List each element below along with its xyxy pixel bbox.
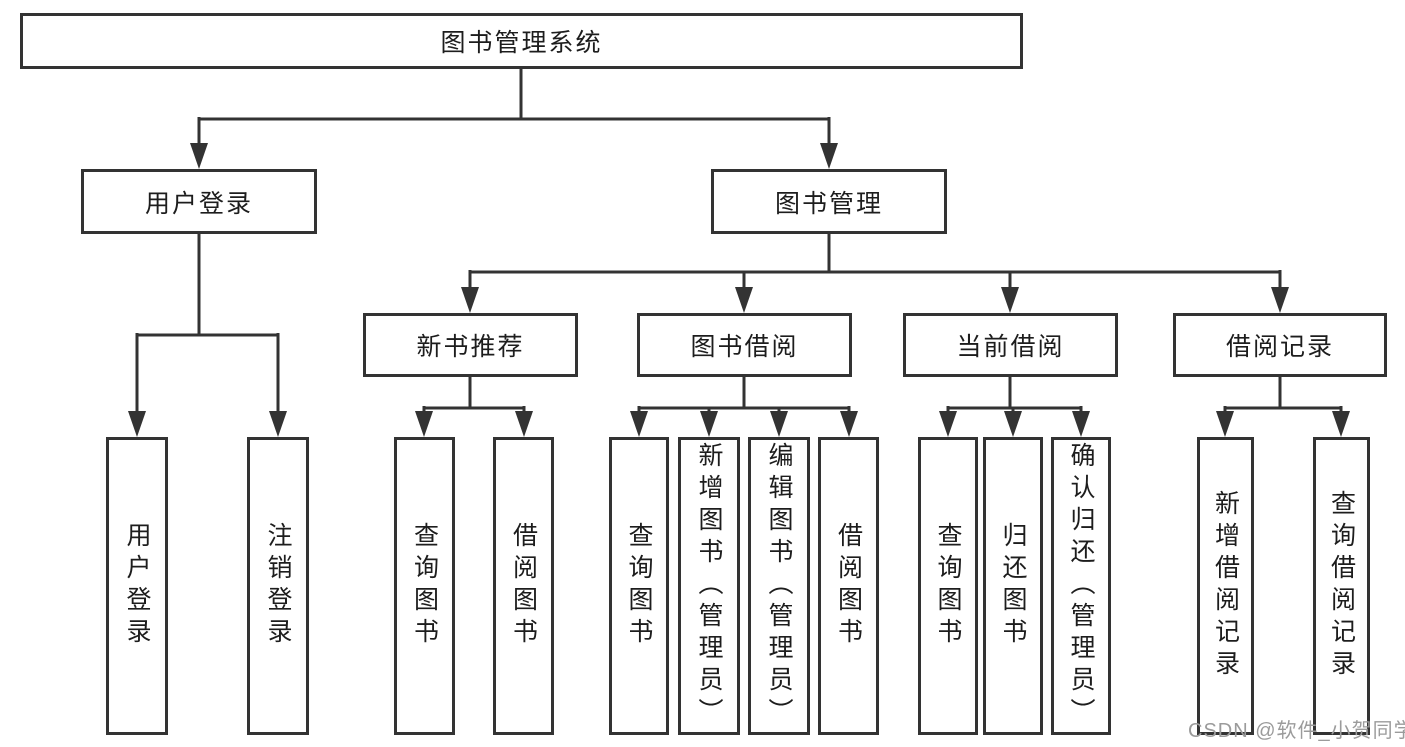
node-current-borrowing: 当前借阅 xyxy=(903,313,1118,377)
node-label: 借阅图书 xyxy=(834,522,863,650)
node-book-management: 图书管理 xyxy=(711,169,947,234)
node-label: 新增借阅记录 xyxy=(1211,490,1240,682)
leaf-add-books-admin: 新增图书（管理员） xyxy=(678,437,740,735)
arrow-down-icon xyxy=(770,411,788,437)
connector-current-to-leaves xyxy=(939,377,1090,437)
leaf-edit-books-admin: 编辑图书（管理员） xyxy=(748,437,810,735)
connector-login-to-leaves xyxy=(128,234,287,437)
arrow-down-icon xyxy=(1072,411,1090,437)
connector-newrec-to-leaves xyxy=(415,377,533,437)
node-label: 图书借阅 xyxy=(690,333,799,361)
node-label: 确认归还（管理员） xyxy=(1067,442,1095,730)
node-label: 查询借阅记录 xyxy=(1327,490,1356,682)
node-label: 注销登录 xyxy=(264,522,292,650)
leaf-borrow-books-recommend: 借阅图书 xyxy=(493,437,554,735)
leaf-return-books: 归还图书 xyxy=(983,437,1043,735)
arrow-down-icon xyxy=(700,411,718,437)
node-user-login: 用户登录 xyxy=(81,169,317,234)
node-new-book-recommendation: 新书推荐 xyxy=(363,313,578,377)
leaf-confirm-return-admin: 确认归还（管理员） xyxy=(1051,437,1111,735)
leaf-query-books-recommend: 查询图书 xyxy=(394,437,455,735)
arrow-down-icon xyxy=(820,143,838,169)
connector-root-to-level2 xyxy=(190,69,838,169)
arrow-down-icon xyxy=(461,287,479,313)
node-library-system: 图书管理系统 xyxy=(20,13,1023,69)
node-book-borrowing: 图书借阅 xyxy=(637,313,852,377)
arrow-down-icon xyxy=(630,411,648,437)
arrow-down-icon xyxy=(128,411,146,437)
node-label: 图书管理系统 xyxy=(440,29,603,57)
arrow-down-icon xyxy=(939,411,957,437)
csdn-watermark: CSDN @软件_小贺同学 xyxy=(1188,720,1405,742)
leaf-query-books-borrowing: 查询图书 xyxy=(609,437,669,735)
arrow-down-icon xyxy=(840,411,858,437)
leaf-user-login: 用户登录 xyxy=(106,437,168,735)
node-borrowing-records: 借阅记录 xyxy=(1173,313,1387,377)
connector-borrow-to-leaves xyxy=(630,377,858,437)
node-label: 查询图书 xyxy=(625,522,653,650)
node-label: 查询图书 xyxy=(934,522,962,650)
arrow-down-icon xyxy=(415,411,433,437)
node-label: 用户登录 xyxy=(144,189,253,218)
connector-mgmt-to-level3 xyxy=(461,234,1289,313)
node-label: 借阅图书 xyxy=(509,522,538,650)
node-label: 图书管理 xyxy=(774,189,883,218)
node-label: 新书推荐 xyxy=(416,333,525,361)
leaf-borrow-books-borrowing: 借阅图书 xyxy=(818,437,879,735)
node-label: 归还图书 xyxy=(999,522,1027,650)
arrow-down-icon xyxy=(190,143,208,169)
arrow-down-icon xyxy=(1216,411,1234,437)
arrow-down-icon xyxy=(1332,411,1350,437)
leaf-logout-login: 注销登录 xyxy=(247,437,309,735)
leaf-query-books-current: 查询图书 xyxy=(918,437,978,735)
arrow-down-icon xyxy=(515,411,533,437)
node-label: 当前借阅 xyxy=(956,333,1065,361)
leaf-add-borrow-record: 新增借阅记录 xyxy=(1197,437,1254,735)
node-label: 借阅记录 xyxy=(1225,333,1334,361)
arrow-down-icon xyxy=(1001,287,1019,313)
arrow-down-icon xyxy=(1271,287,1289,313)
arrow-down-icon xyxy=(269,411,287,437)
node-label: 用户登录 xyxy=(123,522,151,650)
arrow-down-icon xyxy=(735,287,753,313)
leaf-query-borrow-record: 查询借阅记录 xyxy=(1313,437,1370,735)
node-label: 编辑图书（管理员） xyxy=(765,442,793,730)
connector-record-to-leaves xyxy=(1216,377,1350,437)
arrow-down-icon xyxy=(1004,411,1022,437)
node-label: 查询图书 xyxy=(410,522,439,650)
node-label: 新增图书（管理员） xyxy=(695,442,723,730)
